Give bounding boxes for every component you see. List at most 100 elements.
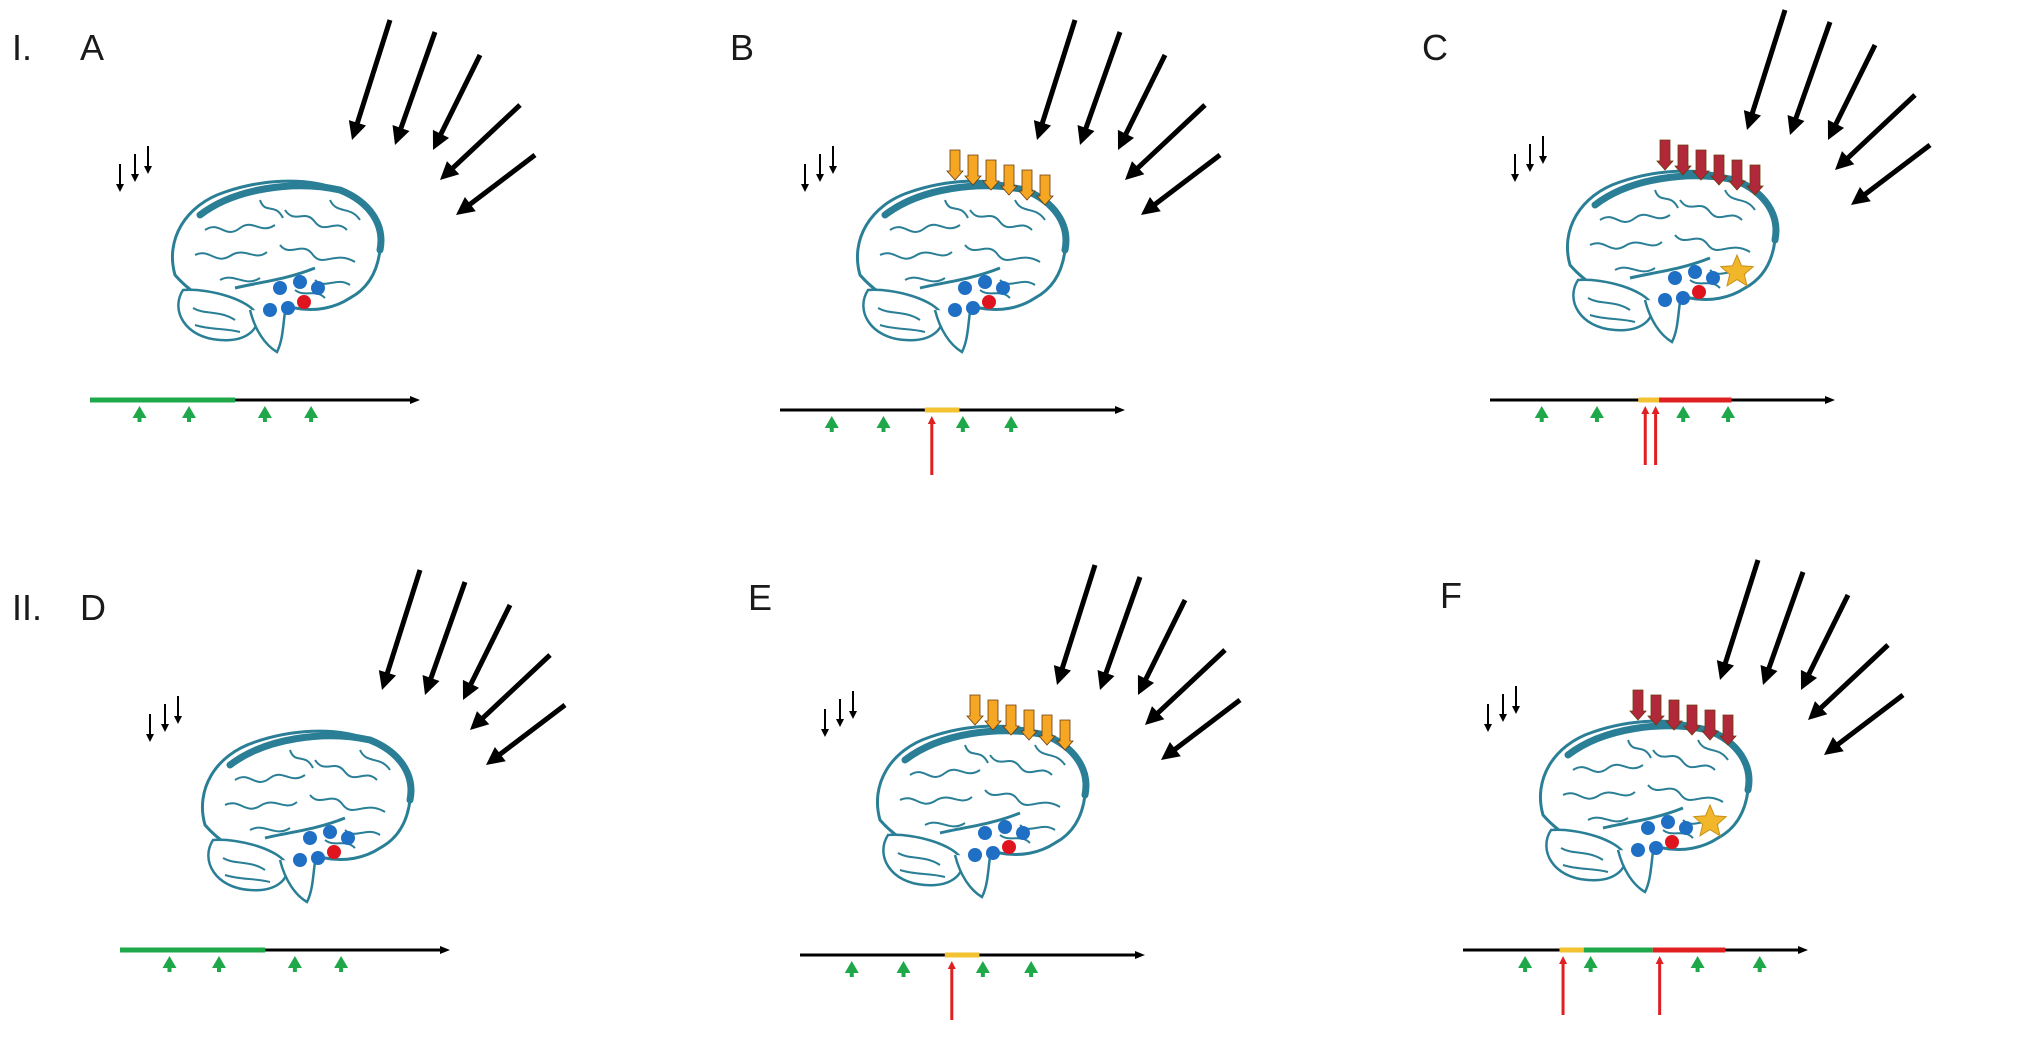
neuron-blue [311, 851, 325, 865]
timeline [90, 396, 420, 422]
neuron-blue [1641, 821, 1655, 835]
input-arrow-small [1511, 154, 1519, 182]
red-stimulus-arrow [947, 961, 956, 1020]
timeline-arrow [1135, 951, 1145, 959]
block-arrow [1746, 164, 1764, 196]
panel-c-figure [1490, 9, 1932, 465]
green-event-arrow [162, 956, 177, 972]
input-arrow-small [816, 154, 824, 182]
star-icon [1692, 803, 1728, 837]
neuron-blue [323, 825, 337, 839]
neuron-blue [293, 853, 307, 867]
timeline [780, 406, 1125, 475]
neuron-blue [311, 281, 325, 295]
neuron-blue [1631, 843, 1645, 857]
neuron-blue [273, 281, 287, 295]
brain-icon [170, 179, 385, 354]
green-event-arrow [1024, 961, 1039, 977]
cue-arrow [1000, 164, 1018, 196]
cue-arrow [1056, 719, 1074, 751]
green-event-arrow [257, 406, 272, 422]
input-arrow-small [801, 164, 809, 192]
neuron-blue [978, 275, 992, 289]
input-arrow-small [116, 164, 124, 192]
input-arrow-large [432, 53, 483, 150]
cue-arrow [982, 159, 1000, 191]
panel-e-figure [800, 564, 1242, 1020]
red-stimulus-arrow [1641, 406, 1650, 465]
panel-b [775, 19, 1335, 500]
panel-label-a: A [80, 27, 105, 68]
panel-label-e: E [748, 577, 773, 618]
neuron-blue [293, 275, 307, 289]
cue-arrow [1018, 169, 1036, 201]
timeline [800, 951, 1145, 1020]
green-event-arrow [975, 961, 990, 977]
star-icon [1719, 253, 1755, 287]
block-arrow [1710, 154, 1728, 186]
cue-arrow [966, 694, 984, 726]
block-arrow [1719, 714, 1737, 746]
green-event-arrow [896, 961, 911, 977]
brain-icon [855, 179, 1070, 354]
cue-arrow [964, 154, 982, 186]
neuron-blue [1658, 293, 1672, 307]
input-arrow-large [1760, 571, 1806, 685]
input-arrow-large [1137, 598, 1188, 695]
green-event-arrow [1583, 956, 1598, 972]
neuron-blue [996, 281, 1010, 295]
neuron-blue [1649, 841, 1663, 855]
panel-b-figure [780, 19, 1222, 475]
cue-arrow [1002, 704, 1020, 736]
panel-a-figure [90, 19, 537, 422]
input-arrow-small [146, 714, 154, 742]
input-arrow-large [1827, 43, 1878, 140]
neuron-blue [966, 301, 980, 315]
timeline [1490, 396, 1835, 465]
block-arrow [1665, 699, 1683, 731]
input-arrow-small [144, 146, 152, 174]
timeline [120, 946, 450, 972]
green-event-arrow [334, 956, 349, 972]
input-arrow-large [1161, 698, 1242, 760]
input-arrow-large [1125, 103, 1207, 180]
brain-icon [875, 724, 1090, 899]
input-arrow-large [1145, 648, 1227, 725]
neuron-blue [998, 820, 1012, 834]
panel-label-b: B [730, 27, 755, 68]
green-event-arrow [1676, 406, 1691, 422]
input-arrow-small [1484, 704, 1492, 732]
green-event-arrow [844, 961, 859, 977]
row-label-1: I. [12, 27, 33, 68]
input-arrow-large [470, 653, 552, 730]
panel-label-f: F [1440, 575, 1462, 616]
block-arrow [1728, 159, 1746, 191]
input-arrow-large [1097, 576, 1143, 690]
input-arrow-large [1053, 564, 1098, 685]
block-arrow [1674, 144, 1692, 176]
cue-arrow [1038, 714, 1056, 746]
input-arrow-small [829, 146, 837, 174]
green-event-arrow [1004, 416, 1019, 432]
input-arrow-small [161, 704, 169, 732]
neuron-blue [986, 846, 1000, 860]
input-arrow-small [1499, 694, 1507, 722]
neuron-blue [341, 831, 355, 845]
cue-arrow [1036, 174, 1054, 206]
input-arrow-small [849, 691, 857, 719]
input-arrow-large [348, 19, 393, 140]
input-arrow-large [1824, 693, 1905, 755]
green-event-arrow [1752, 956, 1767, 972]
input-arrow-large [1077, 31, 1123, 145]
red-stimulus-arrow [1655, 956, 1664, 1015]
input-arrow-large [1851, 143, 1932, 205]
block-arrow [1656, 139, 1674, 171]
green-event-arrow [955, 416, 970, 432]
neuron-red [1665, 835, 1679, 849]
input-arrow-small [131, 154, 139, 182]
green-event-arrow [212, 956, 226, 972]
green-event-arrow [876, 416, 891, 432]
input-arrow-large [1808, 643, 1890, 720]
input-arrow-large [1716, 559, 1761, 680]
green-event-arrow [182, 406, 196, 422]
